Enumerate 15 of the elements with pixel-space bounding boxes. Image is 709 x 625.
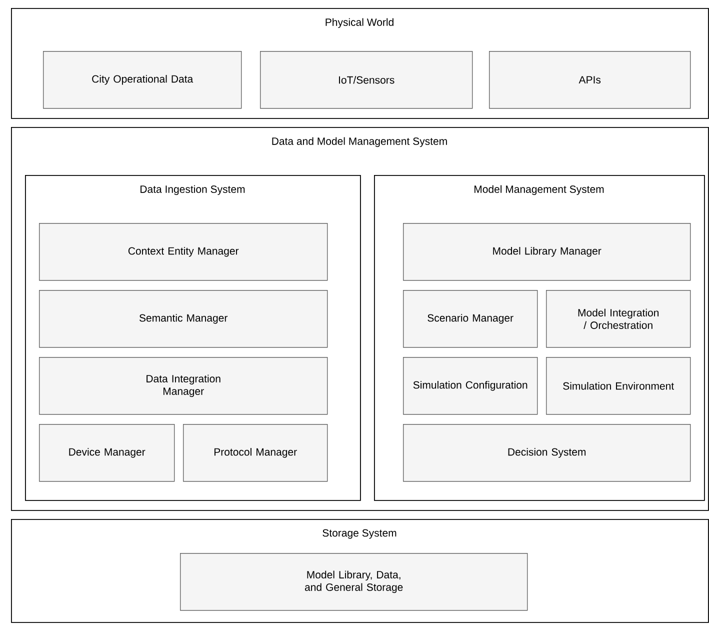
component-box: Scenario Manager bbox=[403, 290, 538, 348]
component-box: Device Manager bbox=[39, 424, 175, 482]
component-box: Model Library Manager bbox=[403, 223, 691, 281]
component-box: APIs bbox=[489, 51, 691, 109]
component-box: Simulation Environment bbox=[546, 357, 691, 415]
component-box: Data Integration Manager bbox=[39, 357, 328, 415]
component-box: Protocol Manager bbox=[183, 424, 328, 482]
component-box: Semantic Manager bbox=[39, 290, 328, 348]
component-box: Decision System bbox=[403, 424, 691, 482]
component-box: Context Entity Manager bbox=[39, 223, 328, 281]
component-box: City Operational Data bbox=[43, 51, 242, 109]
component-box: Model Integration / Orchestration bbox=[546, 290, 691, 348]
component-box: IoT/Sensors bbox=[260, 51, 473, 109]
component-box: Model Library, Data, and General Storage bbox=[180, 553, 528, 611]
component-box: Simulation Configuration bbox=[403, 357, 538, 415]
